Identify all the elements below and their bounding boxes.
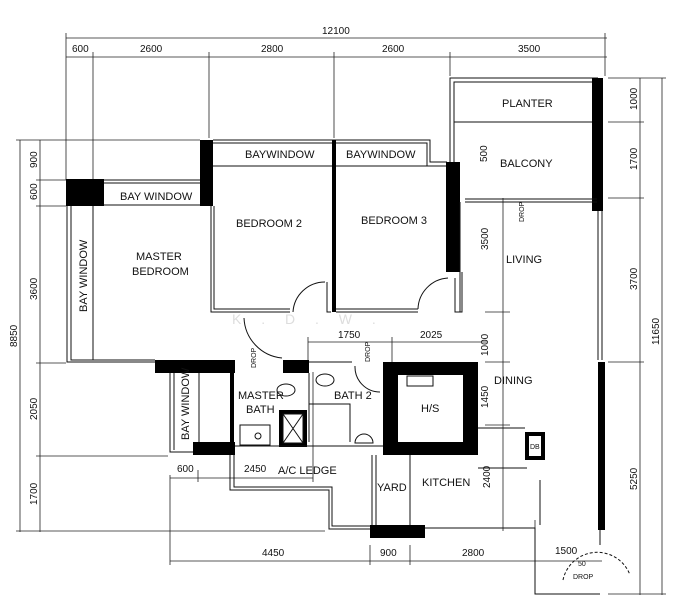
drop-master-bath: DROP [251, 347, 258, 368]
dim-1450: 1450 [480, 385, 491, 408]
label-bay-window-bed2: BAYWINDOW [245, 149, 315, 161]
dim-3500: 3500 [480, 227, 491, 250]
dim-2400: 2400 [482, 465, 493, 488]
drop-entrance: DROP [573, 574, 594, 581]
dim-top-2: 2600 [140, 44, 163, 55]
label-ac-ledge: A/C LEDGE [278, 465, 337, 477]
inner-dimensions: 1750 2025 500 3500 1000 1450 2400 [307, 145, 510, 531]
watermark: K . D . W . [232, 311, 384, 327]
label-bay-window-bed3: BAYWINDOW [346, 149, 416, 161]
label-bay-window-master-top: BAY WINDOW [120, 191, 193, 203]
dim-left-2050: 2050 [29, 397, 40, 420]
dim-right-5250: 5250 [629, 467, 640, 490]
dim-1000: 1000 [480, 333, 491, 356]
left-dimensions: 900 600 3600 2050 1700 8850 [9, 139, 325, 532]
dim-bottom-2800: 2800 [462, 548, 485, 559]
label-living: LIVING [506, 254, 542, 266]
label-bay-window-master-side: BAY WINDOW [78, 239, 90, 312]
label-bay-window-bath: BAY WINDOW [180, 367, 192, 440]
dim-1750: 1750 [338, 330, 361, 341]
dim-500: 500 [479, 145, 490, 162]
dim-top-4: 2600 [382, 44, 405, 55]
dim-right-3700: 3700 [629, 267, 640, 290]
label-master-bedroom-2: BEDROOM [132, 266, 189, 278]
dim-left-1700: 1700 [29, 482, 40, 505]
dim-left-total: 8850 [9, 324, 20, 347]
label-household-shelter: H/S [421, 403, 439, 415]
label-bedroom-3: BEDROOM 3 [361, 215, 427, 227]
room-labels: PLANTER BALCONY LIVING DINING H/S KITCHE… [78, 98, 594, 581]
top-dimensions: 12100 600 2600 2800 2600 3500 [65, 26, 607, 180]
label-balcony: BALCONY [500, 158, 553, 170]
dim-bottom-1500: 1500 [555, 546, 578, 557]
label-db: DB [530, 444, 540, 451]
drop-balcony: DROP [519, 201, 526, 222]
dim-top-total: 12100 [322, 26, 350, 37]
dim-top-3: 2800 [261, 44, 284, 55]
dim-2025: 2025 [420, 330, 443, 341]
dim-top-5: 3500 [518, 44, 541, 55]
label-yard: YARD [377, 482, 407, 494]
dim-left-600: 600 [29, 183, 40, 200]
dim-right-1700: 1700 [629, 147, 640, 170]
right-dimensions: 1000 1700 3700 5250 11650 [608, 77, 666, 595]
walls [66, 77, 631, 595]
dim-left-900: 900 [29, 151, 40, 168]
dim-right-total: 11650 [651, 317, 662, 345]
label-kitchen: KITCHEN [422, 477, 470, 489]
label-dining: DINING [494, 375, 533, 387]
label-bedroom-2: BEDROOM 2 [236, 218, 302, 230]
dim-600: 600 [177, 464, 194, 475]
dim-left-3600: 3600 [29, 277, 40, 300]
dim-bottom-900: 900 [380, 548, 397, 559]
bottom-dimensions: 4450 900 2800 1500 600 2450 [169, 372, 602, 565]
label-master-bath-2: BATH [246, 404, 275, 416]
label-planter: PLANTER [502, 98, 553, 110]
label-master-bath-1: MASTER [238, 390, 284, 402]
drop-50: 50 [578, 561, 586, 568]
dim-top-1: 600 [72, 44, 89, 55]
dim-2450: 2450 [244, 464, 267, 475]
dim-bottom-4450: 4450 [262, 548, 285, 559]
drop-bath-2: DROP [365, 341, 372, 362]
label-bath-2: BATH 2 [334, 390, 372, 402]
dim-right-1000: 1000 [629, 87, 640, 110]
label-master-bedroom-1: MASTER [136, 251, 182, 263]
